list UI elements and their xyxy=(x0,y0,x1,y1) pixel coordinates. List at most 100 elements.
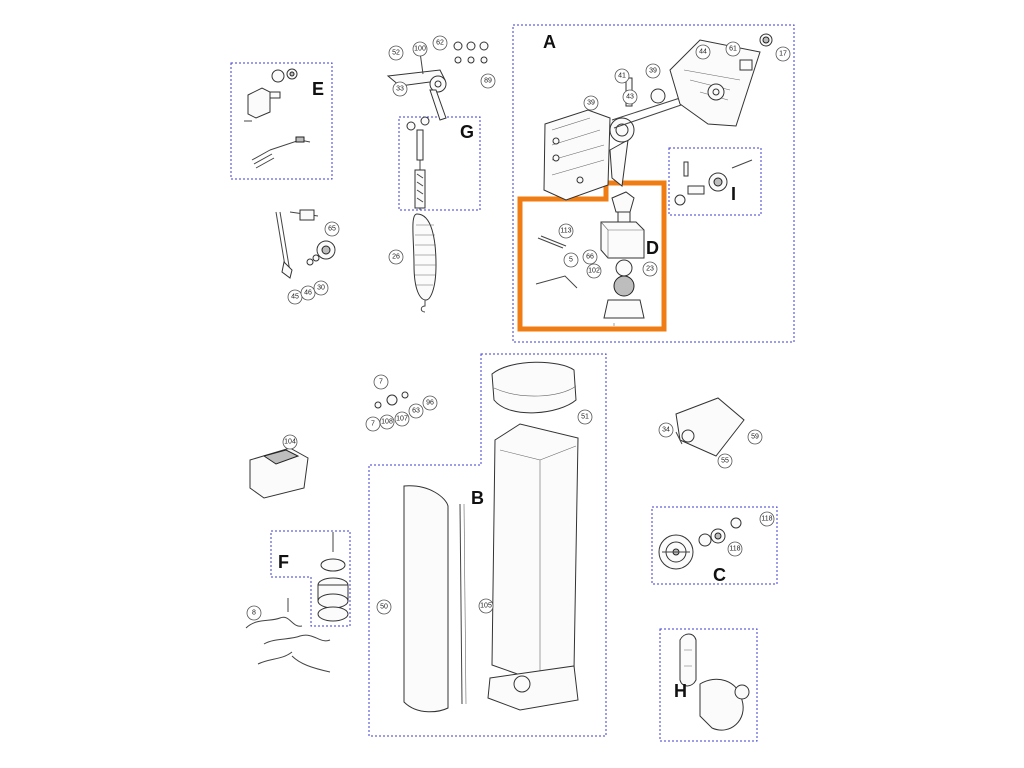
callout-61: 61 xyxy=(725,41,741,57)
svg-text:118: 118 xyxy=(761,516,772,523)
callout-65: 65 xyxy=(324,221,340,237)
svg-text:100: 100 xyxy=(414,46,426,53)
group-a-parts xyxy=(543,33,773,201)
svg-text:51: 51 xyxy=(581,414,589,421)
group-f-frame xyxy=(270,530,351,627)
group-label-d: D xyxy=(646,238,659,258)
svg-text:108: 108 xyxy=(381,419,393,426)
svg-text:105: 105 xyxy=(480,603,492,610)
svg-text:118: 118 xyxy=(729,546,740,553)
callout-26: 26 xyxy=(388,249,404,265)
group-b-parts xyxy=(374,361,579,713)
callout-43: 43 xyxy=(622,89,638,105)
group-h-frame xyxy=(659,628,758,742)
control-unit-104 xyxy=(249,447,309,499)
bracket-parts xyxy=(675,397,745,457)
callout-96: 96 xyxy=(422,395,438,411)
group-c-frame xyxy=(651,506,778,585)
callout-59: 59 xyxy=(747,429,763,445)
svg-text:17: 17 xyxy=(779,51,787,58)
group-e-parts xyxy=(244,68,311,169)
group-label-f: F xyxy=(278,552,289,572)
svg-text:8: 8 xyxy=(252,610,256,617)
svg-text:34: 34 xyxy=(662,427,670,434)
svg-text:39: 39 xyxy=(587,100,595,107)
group-c-parts xyxy=(658,517,742,570)
group-g-parts xyxy=(406,116,430,210)
callout-7-bottom: 7 xyxy=(365,416,381,432)
callout-52: 52 xyxy=(388,45,404,61)
svg-text:7: 7 xyxy=(371,421,375,428)
callout-102: 102 xyxy=(586,263,602,279)
svg-text:104: 104 xyxy=(284,439,296,446)
svg-text:39: 39 xyxy=(649,68,657,75)
callout-50: 50 xyxy=(376,599,392,615)
callout-51: 51 xyxy=(577,409,593,425)
svg-text:44: 44 xyxy=(699,49,707,56)
callout-45: 45 xyxy=(287,289,303,305)
svg-text:61: 61 xyxy=(729,46,737,53)
spring-part-26 xyxy=(412,213,437,313)
svg-text:62: 62 xyxy=(436,40,444,47)
callout-8: 8 xyxy=(246,605,262,621)
svg-text:41: 41 xyxy=(618,73,626,80)
group-label-h: H xyxy=(674,681,687,701)
group-label-a: A xyxy=(543,32,556,52)
svg-text:23: 23 xyxy=(646,266,654,273)
svg-text:52: 52 xyxy=(392,50,400,57)
callout-41: 41 xyxy=(614,68,630,84)
callout-46: 46 xyxy=(300,285,316,301)
svg-text:113: 113 xyxy=(560,228,571,235)
group-b-frame xyxy=(368,353,607,737)
svg-text:43: 43 xyxy=(626,94,634,101)
callout-113: 113 xyxy=(558,223,574,239)
callout-66: 66 xyxy=(582,249,598,265)
callout-44: 44 xyxy=(695,44,711,60)
group-label-g: G xyxy=(460,122,474,142)
lever-parts xyxy=(275,209,336,279)
group-label-i: I xyxy=(731,184,736,204)
group-e-frame xyxy=(230,62,333,180)
svg-text:96: 96 xyxy=(426,400,434,407)
group-label-e: E xyxy=(312,79,324,99)
wiring-parts xyxy=(245,598,331,673)
group-h-parts xyxy=(679,633,750,731)
group-label-b: B xyxy=(471,488,484,508)
svg-text:107: 107 xyxy=(396,416,408,423)
svg-text:45: 45 xyxy=(291,294,299,301)
group-d-parts xyxy=(535,191,645,326)
callout-118-bottom: 118 xyxy=(727,541,743,557)
callout-118-top: 118 xyxy=(759,511,775,527)
callout-39-top: 39 xyxy=(645,63,661,79)
callout-107: 107 xyxy=(394,411,410,427)
svg-text:33: 33 xyxy=(396,86,404,93)
group-i-frame xyxy=(668,147,762,216)
callout-55: 55 xyxy=(717,453,733,469)
group-a-frame xyxy=(512,24,795,343)
callout-5: 5 xyxy=(563,252,579,268)
callout-62: 62 xyxy=(432,35,448,51)
group-f-parts xyxy=(317,532,349,622)
svg-text:46: 46 xyxy=(304,290,312,297)
svg-text:59: 59 xyxy=(751,434,759,441)
svg-text:65: 65 xyxy=(328,226,336,233)
svg-text:5: 5 xyxy=(569,257,573,264)
callout-63: 63 xyxy=(408,403,424,419)
svg-text:7: 7 xyxy=(379,379,383,386)
callout-105: 105 xyxy=(478,598,494,614)
svg-text:26: 26 xyxy=(392,254,400,261)
callout-34: 34 xyxy=(658,422,674,438)
svg-text:50: 50 xyxy=(380,604,388,611)
callout-33: 33 xyxy=(392,81,408,97)
callout-108: 108 xyxy=(379,414,395,430)
svg-text:102: 102 xyxy=(588,268,600,275)
svg-text:30: 30 xyxy=(317,285,325,292)
group-d-highlight xyxy=(517,180,667,332)
callout-7-top: 7 xyxy=(373,374,389,390)
callout-17: 17 xyxy=(775,46,791,62)
svg-text:89: 89 xyxy=(484,78,492,85)
callout-23: 23 xyxy=(642,261,658,277)
callout-104: 104 xyxy=(282,434,298,450)
